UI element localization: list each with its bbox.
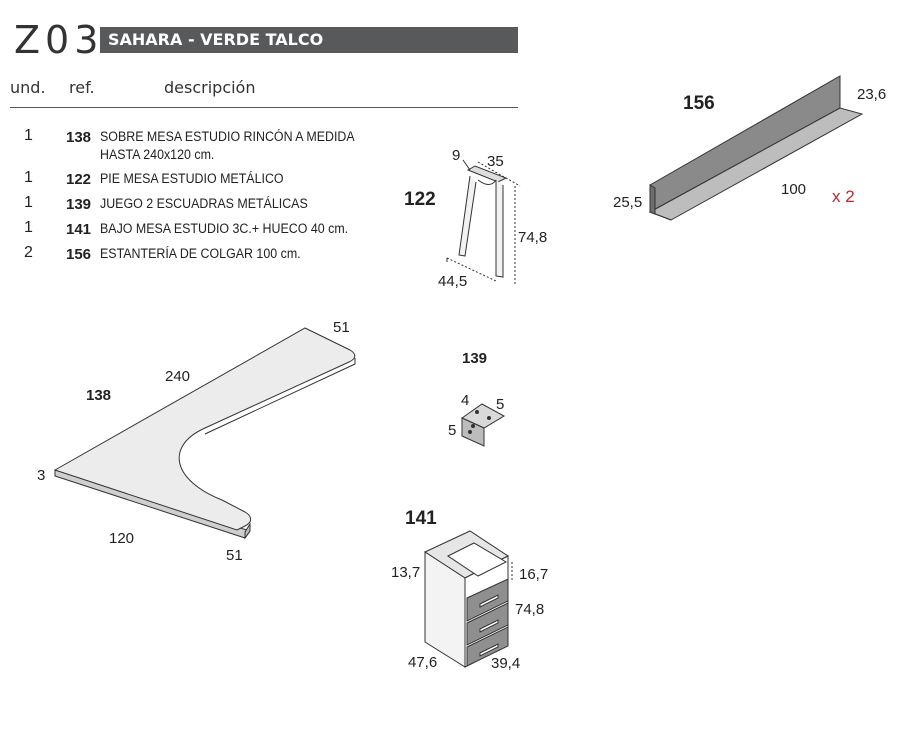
drawing-141-right-dim: 16,7: [519, 566, 549, 583]
column-header-und: und.: [10, 78, 46, 97]
item-ref: 156: [66, 246, 92, 263]
item-ref: 139: [66, 196, 92, 213]
item-desc: BAJO MESA ESTUDIO 3C.+ HUECO 40 cm.: [100, 221, 349, 236]
product-title-bar: SAHARA - VERDE TALCO: [100, 27, 518, 53]
drawing-122-ref: 122: [404, 189, 436, 210]
drawing-122-top-dim: 9: [452, 147, 461, 164]
drawing-156-depth-dim: 23,6: [857, 86, 887, 103]
item-qty: 2: [24, 244, 33, 261]
drawing-156-quantity: x 2: [832, 187, 855, 206]
item-ref: 138: [66, 129, 92, 146]
drawing-139-dim-a: 4: [461, 392, 470, 409]
item-qty: 1: [24, 127, 33, 144]
item-desc: PIE MESA ESTUDIO METÁLICO: [100, 171, 284, 186]
drawing-138-bottom-end-dim: 51: [226, 547, 243, 564]
item-qty: 1: [24, 169, 33, 186]
drawing-139-dim-b: 5: [496, 396, 505, 413]
drawing-138-length-dim: 240: [165, 368, 191, 385]
drawing-138-ref: 138: [86, 387, 112, 404]
drawing-141-width-dim: 39,4: [491, 655, 521, 672]
item-ref: 141: [66, 221, 92, 238]
drawing-122-width-dim: 35: [487, 153, 504, 170]
item-qty: 1: [24, 194, 33, 211]
drawing-141-height-dim: 74,8: [515, 601, 545, 618]
item-desc: ESTANTERÍA DE COLGAR 100 cm.: [100, 246, 301, 261]
drawing-122-height-dim: 74,8: [518, 229, 548, 246]
drawing-138-top-end-dim: 51: [333, 319, 350, 336]
drawing-138-width-dim: 120: [109, 530, 135, 547]
column-header-ref: ref.: [69, 78, 95, 97]
drawing-139-dim-c: 5: [448, 422, 457, 439]
item-qty: 1: [24, 219, 33, 236]
drawing-156-length-dim: 100: [781, 181, 807, 198]
column-header-descripcion: descripción: [164, 78, 256, 97]
drawing-139-ref: 139: [462, 350, 488, 367]
drawing-156-ref: 156: [683, 93, 715, 114]
drawing-156-height-dim: 25,5: [613, 194, 643, 211]
drawing-141-depth-dim: 47,6: [408, 654, 438, 671]
item-desc: JUEGO 2 ESCUADRAS METÁLICAS: [100, 196, 308, 211]
header-divider: [10, 107, 518, 108]
drawing-141-left-dim: 13,7: [391, 564, 421, 581]
drawing-122-depth-dim: 44,5: [438, 273, 468, 290]
drawing-141-ref: 141: [405, 508, 437, 529]
drawing-138-thickness-dim: 3: [37, 467, 46, 484]
product-code: Z03: [14, 18, 104, 62]
item-ref: 122: [66, 171, 92, 188]
